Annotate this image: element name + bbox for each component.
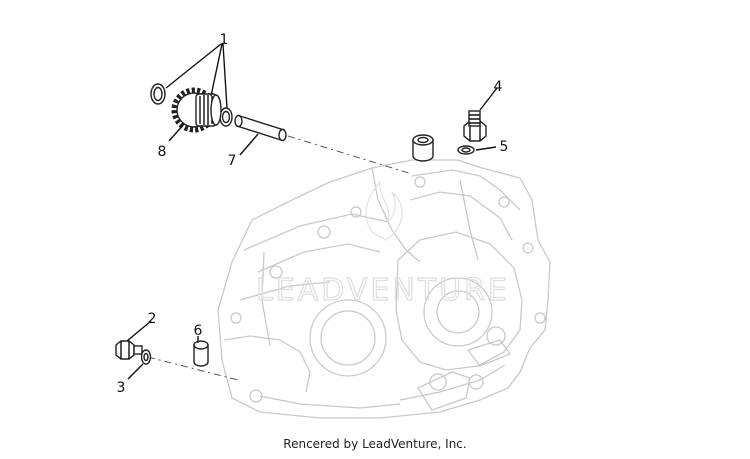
assembly-line-lower: [147, 356, 239, 381]
callout-7: 7: [228, 153, 237, 169]
watermark: LEADVENTURE: [256, 273, 510, 308]
footer-credit: Rencered by LeadVenture, Inc.: [283, 437, 467, 451]
part-3-washer: [140, 349, 152, 365]
leader-lines: [126, 43, 498, 380]
callout-5: 5: [500, 139, 509, 155]
part-5-washer: [457, 145, 475, 155]
callout-3: 3: [117, 380, 126, 396]
part-6-dowel: [193, 340, 209, 367]
part-1-ring-right: [219, 107, 233, 127]
crankcase-housing: [217, 159, 551, 419]
part-2-drain-bolt: [115, 340, 143, 360]
callout-8: 8: [158, 144, 167, 160]
callout-4: 4: [494, 79, 503, 95]
part-7-shaft: [234, 114, 287, 142]
bushing: [412, 134, 434, 162]
callout-2: 2: [148, 311, 157, 327]
part-8-gear: [171, 87, 222, 133]
part-1-ring-left: [150, 83, 166, 105]
assembly-line-upper: [287, 135, 413, 175]
part-4-bolt: [463, 110, 487, 142]
callout-1: 1: [220, 32, 229, 48]
leadventure-logo-mark: [365, 180, 403, 241]
callout-6: 6: [194, 323, 203, 339]
